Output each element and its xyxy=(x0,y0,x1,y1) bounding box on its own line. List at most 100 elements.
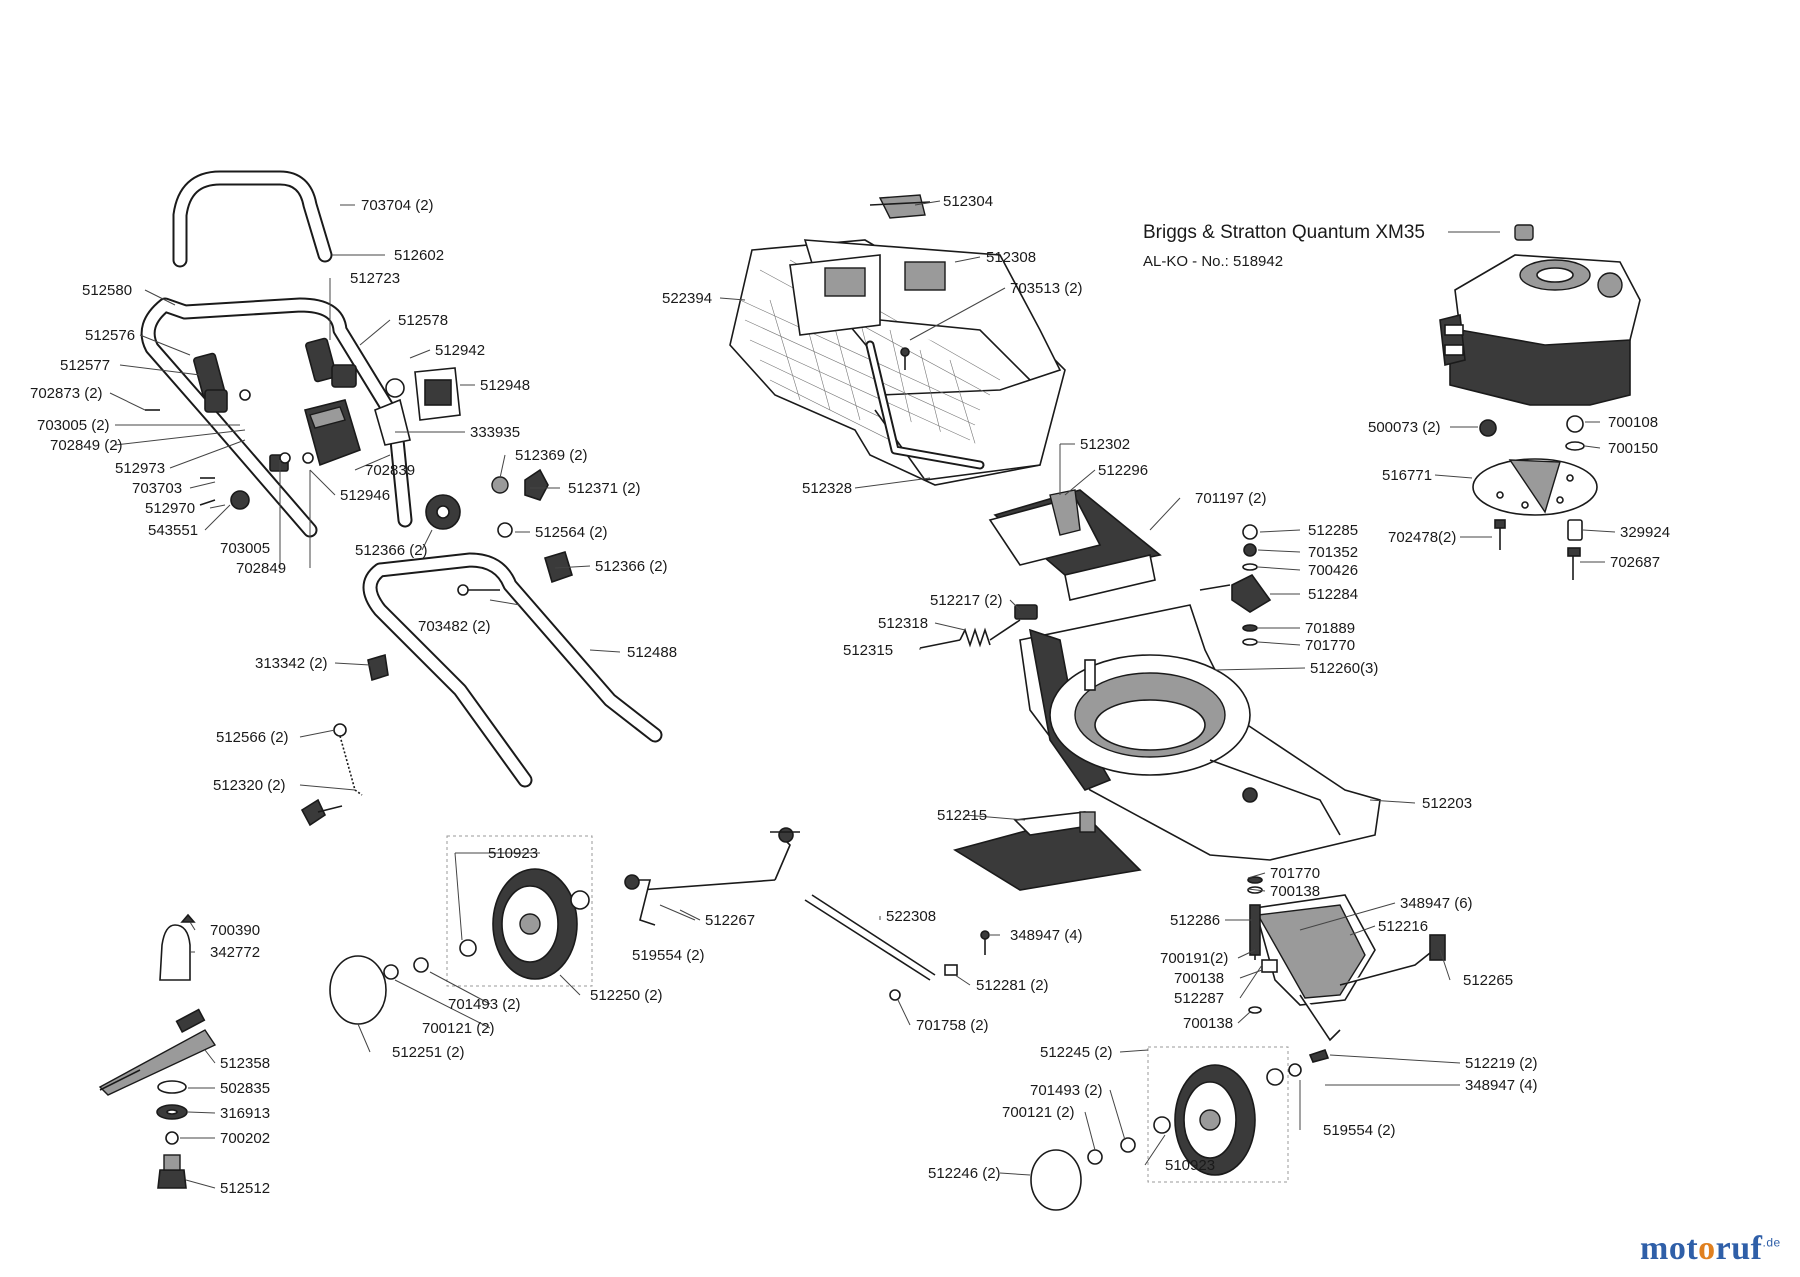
part-label: 700150 xyxy=(1608,440,1658,457)
part-label: 512318 xyxy=(878,615,928,632)
part-label: 512371 (2) xyxy=(568,480,641,497)
part-label: 512488 xyxy=(627,644,677,661)
part-label: 543551 xyxy=(148,522,198,539)
part-label: 701493 (2) xyxy=(448,996,521,1013)
part-label: 512942 xyxy=(435,342,485,359)
logo-part-2: o xyxy=(1698,1230,1716,1267)
part-label: 700390 xyxy=(210,922,260,939)
part-label: 348947 (6) xyxy=(1400,895,1473,912)
rear-wheel-left xyxy=(446,835,593,987)
middle-handle-bar xyxy=(140,297,413,538)
part-label: 333935 xyxy=(470,424,520,441)
part-label: 512580 xyxy=(82,282,132,299)
part-label: 512267 xyxy=(705,912,755,929)
part-label: 701352 xyxy=(1308,544,1358,561)
part-label: 512328 xyxy=(802,480,852,497)
leader-lines xyxy=(109,200,1616,1189)
part-number-labels: 703704 (2) 512602 512723 512580 512578 5… xyxy=(30,193,1670,1197)
part-label: 512246 (2) xyxy=(928,1165,1001,1182)
part-label: 512296 xyxy=(1098,462,1148,479)
logo-part-1: mot xyxy=(1640,1230,1699,1267)
part-label: 701770 xyxy=(1305,637,1355,654)
part-label: 512284 xyxy=(1308,586,1358,603)
part-label: 512320 (2) xyxy=(213,777,286,794)
part-label: 512358 xyxy=(220,1055,270,1072)
part-label: 512308 xyxy=(986,249,1036,266)
mower-deck xyxy=(1019,604,1381,861)
part-label: 512577 xyxy=(60,357,110,374)
part-label: 512216 xyxy=(1378,918,1428,935)
part-label: 512564 (2) xyxy=(535,524,608,541)
part-label: 701758 (2) xyxy=(916,1017,989,1034)
part-label: 512723 xyxy=(350,270,400,287)
part-label: 700138 xyxy=(1270,883,1320,900)
switch-lever xyxy=(374,378,411,446)
cable-guides xyxy=(145,389,314,510)
cord-reel-gear xyxy=(425,476,573,584)
part-label: 703482 (2) xyxy=(418,618,491,635)
part-label: 703005 xyxy=(220,540,270,557)
part-label: 512369 (2) xyxy=(515,447,588,464)
part-label: 700191(2) xyxy=(1160,950,1228,967)
part-label: 700426 xyxy=(1308,562,1358,579)
part-label: 703513 (2) xyxy=(1010,280,1083,297)
part-label: 512948 xyxy=(480,377,530,394)
height-adjust-knob xyxy=(1199,524,1272,646)
part-label: 519554 (2) xyxy=(1323,1122,1396,1139)
part-label: 512215 xyxy=(937,807,987,824)
part-label: 700138 xyxy=(1183,1015,1233,1032)
control-box-left xyxy=(304,399,361,467)
part-label: 522308 xyxy=(886,908,936,925)
hubcap-right xyxy=(1030,1137,1136,1211)
part-label: 701889 xyxy=(1305,620,1355,637)
handle-clamp-right xyxy=(305,337,357,388)
part-label: 701770 xyxy=(1270,865,1320,882)
logo-suffix: .de xyxy=(1762,1235,1781,1250)
part-label: 502835 xyxy=(220,1080,270,1097)
part-label: 702839 xyxy=(365,462,415,479)
part-label: 702687 xyxy=(1610,554,1660,571)
part-label: 348947 (4) xyxy=(1010,927,1083,944)
lower-handle-bar xyxy=(362,552,663,788)
part-label: 700202 xyxy=(220,1130,270,1147)
part-label: 512366 (2) xyxy=(355,542,428,559)
part-label: 702873 (2) xyxy=(30,385,103,402)
engine-block xyxy=(1439,224,1641,406)
part-label: 512576 xyxy=(85,327,135,344)
deck-flap xyxy=(988,489,1162,601)
part-label: 703704 (2) xyxy=(361,197,434,214)
upper-handle-bar xyxy=(172,170,333,268)
part-label: 512512 xyxy=(220,1180,270,1197)
part-label: 512260(3) xyxy=(1310,660,1378,677)
logo-part-3: ruf xyxy=(1715,1230,1763,1267)
part-label: 703703 xyxy=(132,480,182,497)
part-label: 348947 (4) xyxy=(1465,1077,1538,1094)
part-label: 702849 xyxy=(236,560,286,577)
part-label: 512287 xyxy=(1174,990,1224,1007)
axle-bracket xyxy=(624,827,800,926)
part-label: 512566 (2) xyxy=(216,729,289,746)
part-label: 512245 (2) xyxy=(1040,1044,1113,1061)
bag-handle xyxy=(869,194,931,219)
part-label: 700121 (2) xyxy=(1002,1104,1075,1121)
part-label: 500073 (2) xyxy=(1368,419,1441,436)
part-label: 512304 xyxy=(943,193,993,210)
spring-rod xyxy=(919,604,1038,649)
switch-box-right xyxy=(414,367,461,421)
blade-hardware xyxy=(98,913,217,1189)
side-discharge-chute xyxy=(953,811,1142,955)
part-label: 329924 xyxy=(1620,524,1670,541)
part-label: 512973 xyxy=(115,460,165,477)
engine-title: Briggs & Stratton Quantum XM35 xyxy=(1143,222,1425,243)
part-label: 512315 xyxy=(843,642,893,659)
part-label: 512251 (2) xyxy=(392,1044,465,1061)
part-label: 522394 xyxy=(662,290,712,307)
part-label: 512970 xyxy=(145,500,195,517)
part-label: 516771 xyxy=(1382,467,1432,484)
part-label: 512250 (2) xyxy=(590,987,663,1004)
part-label: 703005 (2) xyxy=(37,417,110,434)
axle-rod xyxy=(804,894,958,1001)
part-label: 512602 xyxy=(394,247,444,264)
part-label: 510923 xyxy=(488,845,538,862)
